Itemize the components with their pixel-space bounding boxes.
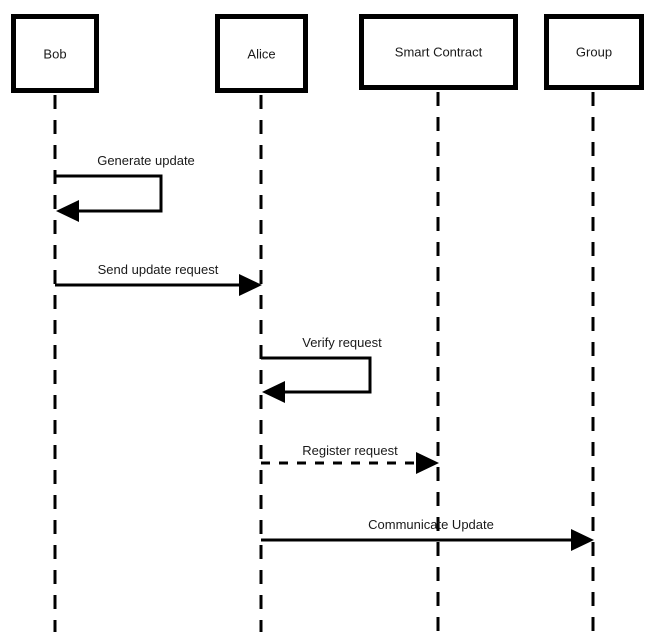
message-register-request-arrowhead — [416, 452, 439, 474]
message-generate-update-arrowhead — [56, 200, 79, 222]
message-register-request[interactable]: Register request — [261, 443, 439, 474]
message-register-request-label: Register request — [302, 443, 398, 458]
message-verify-request-label: Verify request — [302, 335, 382, 350]
participant-smart-contract-label: Smart Contract — [395, 44, 483, 59]
participant-group-box — [544, 14, 644, 90]
message-communicate-update-label: Communicate Update — [368, 517, 494, 532]
participant-bob-label: Bob — [43, 46, 66, 61]
lifelines-layer — [53, 92, 595, 632]
participant-alice-box — [215, 14, 308, 93]
message-communicate-update-arrowhead — [571, 529, 594, 551]
message-generate-update[interactable]: Generate update — [55, 153, 195, 222]
message-verify-request[interactable]: Verify request — [261, 335, 382, 403]
message-generate-update-path — [55, 174, 163, 213]
message-verify-request-arrowhead — [262, 381, 285, 403]
participant-group[interactable]: Group — [544, 14, 644, 90]
message-send-update-request-arrowhead — [239, 274, 262, 296]
participant-bob-box — [11, 14, 99, 93]
participant-smart-contract[interactable]: Smart Contract — [359, 14, 518, 90]
participant-group-label: Group — [576, 44, 612, 59]
message-verify-request-path — [261, 356, 372, 394]
message-communicate-update[interactable]: Communicate Update — [261, 517, 594, 551]
participant-smart-contract-box — [359, 14, 518, 90]
participants-layer: Bob Alice Smart Contract Group — [11, 14, 644, 93]
message-send-update-request[interactable]: Send update request — [55, 262, 262, 296]
message-send-update-request-label: Send update request — [98, 262, 219, 277]
participant-alice[interactable]: Alice — [215, 14, 308, 93]
participant-bob[interactable]: Bob — [11, 14, 99, 93]
message-generate-update-label: Generate update — [97, 153, 195, 168]
participant-alice-label: Alice — [247, 46, 275, 61]
